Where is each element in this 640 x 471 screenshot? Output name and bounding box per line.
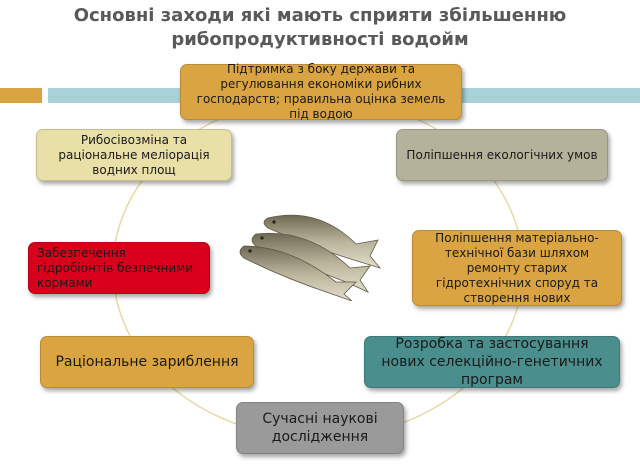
node-stocking: Раціональне зариблення xyxy=(40,336,254,388)
node-genetics: Розробка та застосування нових селекційн… xyxy=(364,336,620,388)
accent-band-left xyxy=(0,88,42,103)
node-ecology: Поліпшення екологічних умов xyxy=(396,129,608,181)
node-feed: Забезпечення гідробіонтів безпечними кор… xyxy=(28,242,210,294)
page-title: Основні заходи які мають сприяти збільше… xyxy=(73,5,567,50)
node-state-support: Підтримка з боку держави та регулювання … xyxy=(180,62,462,121)
fish-icon xyxy=(239,214,382,301)
node-material-base: Поліпшення матеріально-технічної бази шл… xyxy=(412,230,622,306)
node-research: Сучасні наукові дослідження xyxy=(236,402,404,454)
node-fish-crop-rotation: Рибосівозміна та раціональне меліорація … xyxy=(36,129,232,181)
